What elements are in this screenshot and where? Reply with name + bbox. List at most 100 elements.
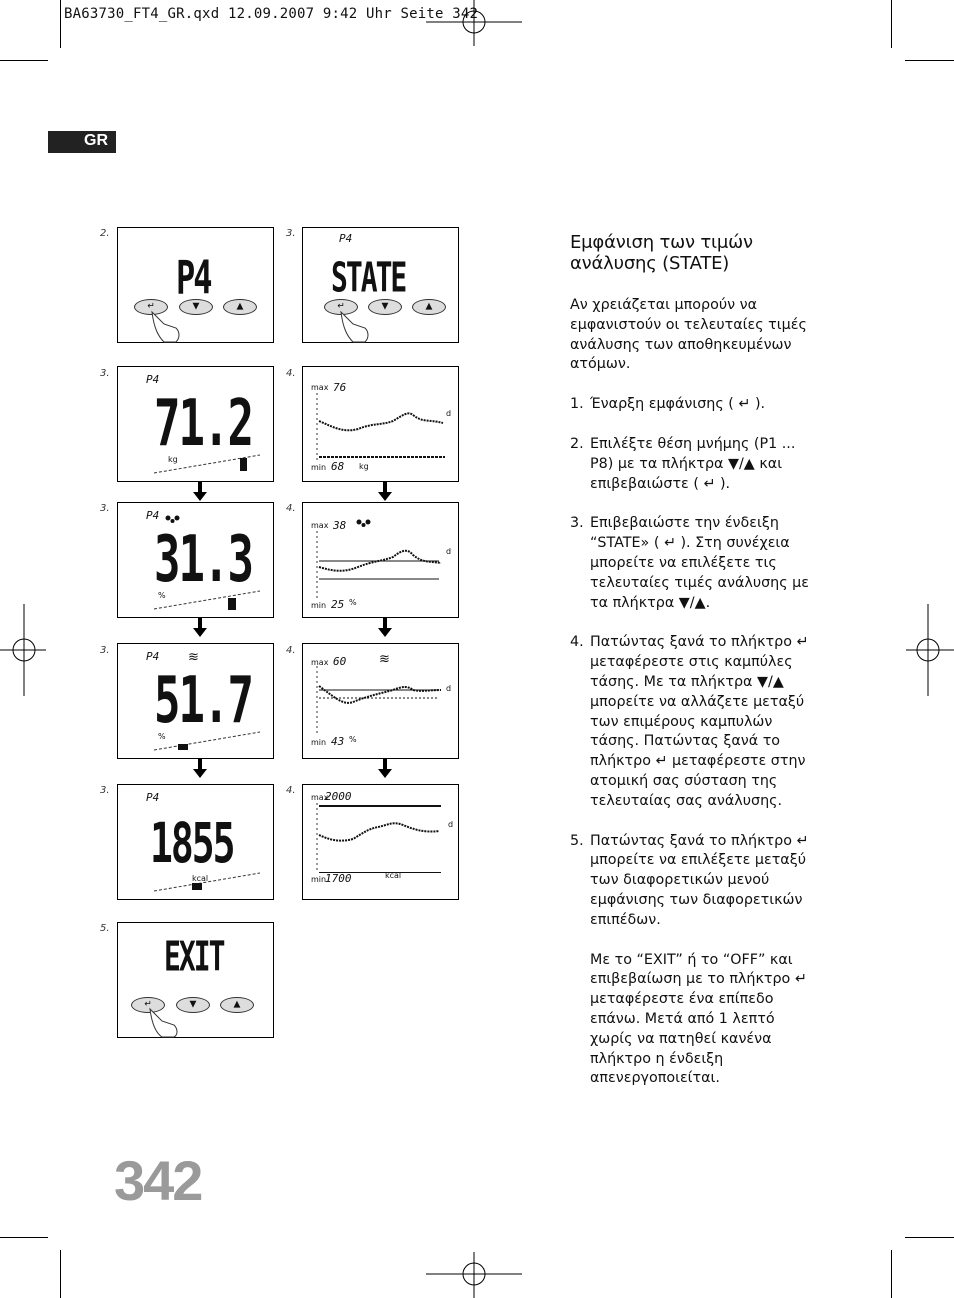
min-label: min [311, 601, 327, 610]
list-item: 2.Επιλέξτε θέση μνήμης (P1 ... P8) με τα… [570, 435, 820, 494]
lcd-memory: P4 [146, 509, 160, 522]
registration-mark-right [906, 604, 954, 696]
enter-icon: ↵ [144, 999, 152, 1010]
exit-note: Με το “EXIT” ή το “OFF” και επιβεβαίωση … [570, 951, 820, 1090]
lcd-text: STATE [331, 254, 407, 302]
scale-bar [153, 590, 261, 610]
lcd-unit: % [158, 732, 166, 741]
up-icon: ▲ [236, 301, 244, 312]
registration-mark-bottom [426, 1252, 522, 1298]
intro-paragraph: Αν χρειάζεται μπορούν να εμφανιστούν οι … [570, 297, 807, 373]
lcd-value: 71.2 [154, 387, 254, 461]
section-title: Εμφάνιση των τιμών ανάλυσης (STATE) [570, 232, 753, 274]
graph-unit: kg [359, 462, 369, 471]
scale-bar [153, 731, 261, 751]
lcd-memory: P4 [339, 232, 353, 245]
scale-bar [153, 454, 261, 474]
step-label: 4. [286, 368, 296, 379]
item-text: Πατώντας ξανά το πλήκτρο ↵ μεταφέρεστε σ… [590, 634, 809, 809]
down-button[interactable]: ▼ [368, 299, 402, 315]
graph-min-value: 25 [331, 598, 345, 611]
max-label: max [311, 658, 329, 667]
graph-max-value: 76 [333, 381, 347, 394]
trend-curve [316, 393, 445, 463]
item-number: 4. [570, 634, 584, 651]
list-item: 1.Έναρξη εμφάνισης ( ↵ ). [570, 395, 820, 415]
item-number: 1. [570, 396, 584, 413]
fat-icon [356, 519, 371, 527]
up-button[interactable]: ▲ [223, 299, 257, 315]
fat-icon [165, 515, 180, 523]
step-label: 2. [100, 228, 110, 239]
lcd-text: EXIT [164, 933, 225, 981]
max-label: max [311, 383, 329, 392]
crop-mark [905, 1237, 954, 1238]
graph-unit: % [349, 735, 357, 744]
step-label: 3. [100, 645, 110, 656]
display-panel-fat: P4 31.3 % [117, 502, 274, 618]
lcd-unit: kg [168, 455, 178, 464]
finger-icon [151, 310, 180, 343]
language-tab: GR [48, 131, 116, 153]
down-button[interactable]: ▼ [176, 997, 210, 1013]
crop-mark [891, 1250, 892, 1298]
d-label: d [446, 684, 452, 693]
graph-panel-water: max 60 ≋ min 43 % d [302, 643, 459, 759]
enter-icon: ↵ [147, 301, 155, 312]
step-label: 3. [100, 368, 110, 379]
lcd-memory: P4 [146, 650, 160, 663]
scale-bar [153, 872, 261, 892]
item-text: Με το “EXIT” ή το “OFF” και επιβεβαίωση … [590, 951, 807, 1087]
display-panel-weight: P4 71.2 kg [117, 366, 274, 482]
graph-panel-kcal: max 2000 min 1700 kcal d [302, 784, 459, 900]
d-label: d [448, 820, 454, 829]
trend-curve [316, 666, 442, 736]
up-icon: ▲ [233, 999, 241, 1010]
finger-icon [149, 1007, 178, 1038]
lcd-value: 51.7 [154, 664, 254, 738]
enter-icon: ↵ [337, 301, 345, 312]
lcd-value: 31.3 [154, 523, 254, 597]
step-label: 4. [286, 503, 296, 514]
enter-button[interactable]: ↵ [131, 997, 165, 1013]
language-label: GR [84, 132, 108, 149]
instructions: Εμφάνιση των τιμών ανάλυσης (STATE) Αν χ… [570, 232, 820, 1109]
display-panel-p4: P4 ↵ ▼ ▲ [117, 227, 274, 343]
down-button[interactable]: ▼ [179, 299, 213, 315]
finger-icon [340, 310, 369, 343]
down-icon: ▼ [381, 301, 389, 312]
crop-mark [60, 1250, 61, 1298]
registration-mark-top [426, 0, 522, 46]
item-text: Επιλέξτε θέση μνήμης (P1 ... P8) με τα π… [590, 435, 796, 492]
item-number: 5. [570, 832, 584, 849]
graph-panel-weight: max 76 min 68 kg d [302, 366, 459, 482]
step-label: 3. [286, 228, 296, 239]
crop-mark [891, 0, 892, 48]
crop-mark [60, 0, 61, 48]
crop-mark [0, 1237, 48, 1238]
up-button[interactable]: ▲ [412, 299, 446, 315]
crop-mark [905, 60, 954, 61]
up-button[interactable]: ▲ [220, 997, 254, 1013]
graph-max-value: 60 [333, 655, 347, 668]
display-panel-water: P4 ≋ 51.7 % [117, 643, 274, 759]
graph-min-value: 1700 [325, 872, 352, 885]
page-number: 342 [114, 1149, 203, 1212]
graph-panel-fat: max 38 min 25 % d [302, 502, 459, 618]
step-label: 5. [100, 923, 110, 934]
display-panel-kcal: P4 1855 kcal [117, 784, 274, 900]
lcd-unit: kcal [192, 874, 209, 883]
graph-min-value: 43 [331, 735, 345, 748]
water-icon: ≋ [379, 652, 390, 667]
lcd-memory: P4 [146, 791, 160, 804]
water-icon: ≋ [188, 650, 199, 665]
enter-button[interactable]: ↵ [134, 299, 168, 315]
down-icon: ▼ [192, 301, 200, 312]
step-label: 4. [286, 785, 296, 796]
down-icon: ▼ [189, 999, 197, 1010]
graph-max-value: 38 [333, 519, 347, 532]
lcd-unit: % [158, 591, 166, 600]
lcd-memory: P4 [146, 373, 160, 386]
graph-unit: kcal [385, 871, 402, 880]
min-label: min [311, 738, 327, 747]
